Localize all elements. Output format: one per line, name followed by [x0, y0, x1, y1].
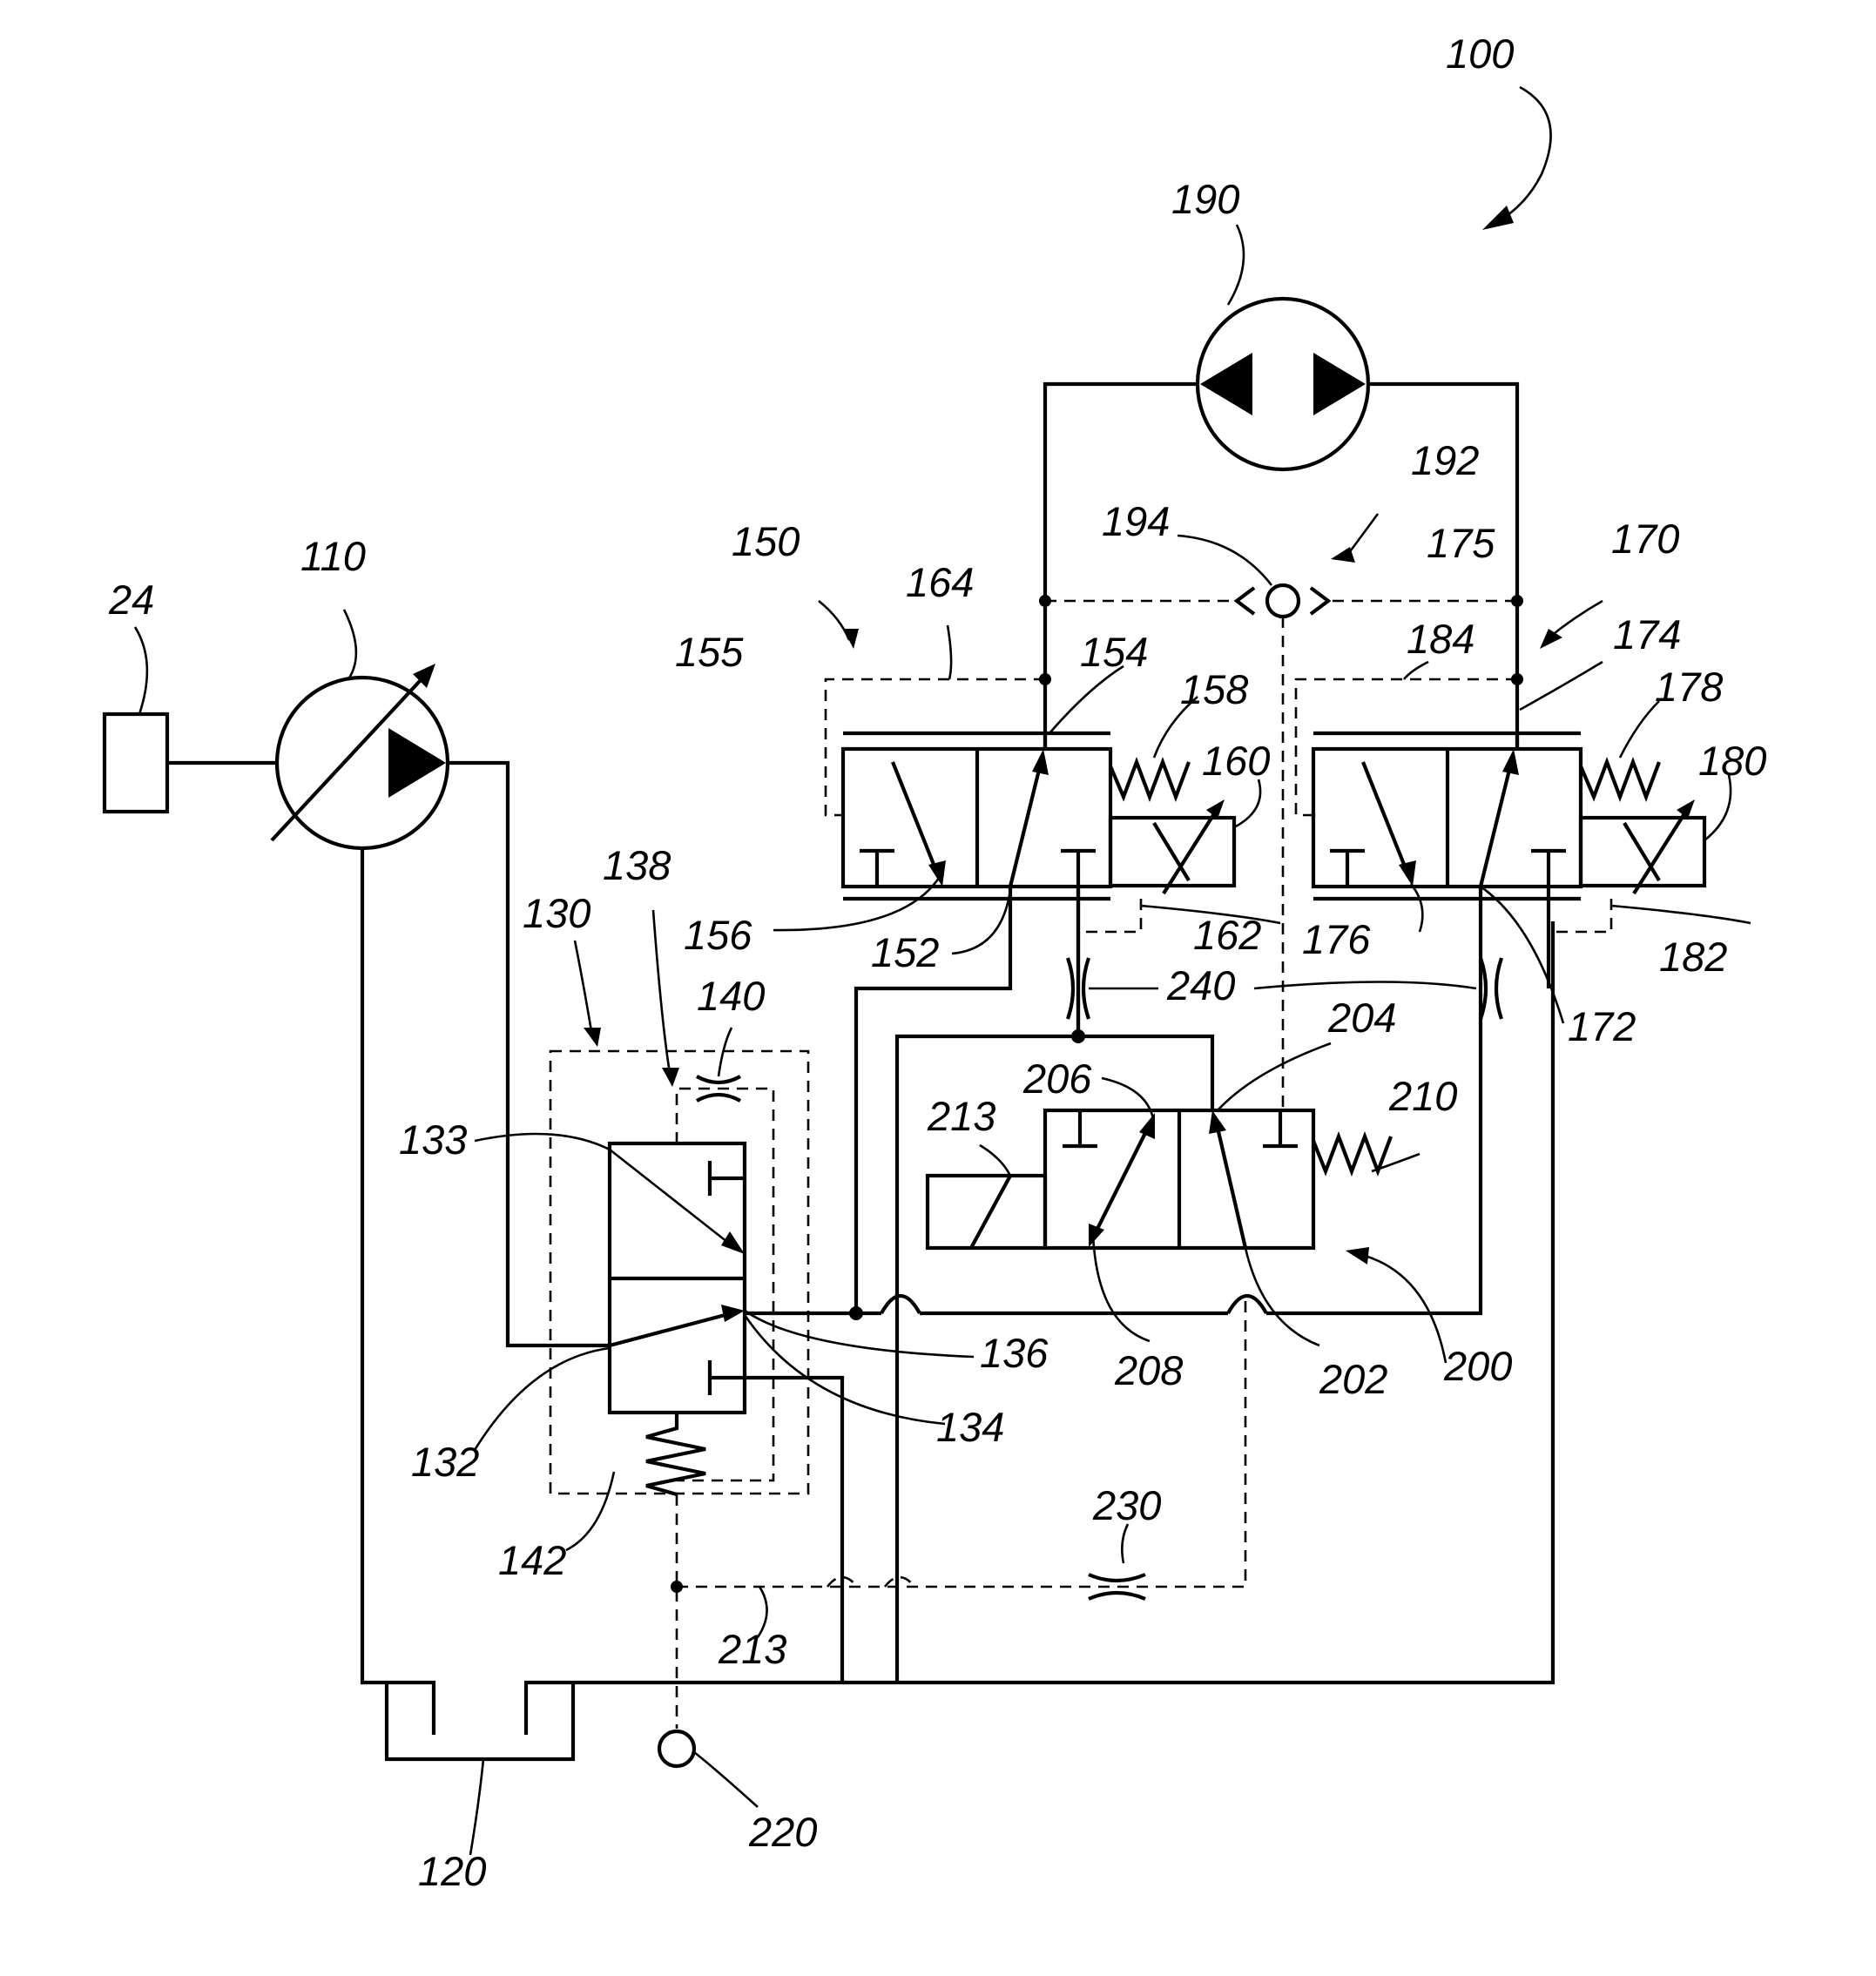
ref-230: 230 — [1092, 1482, 1161, 1528]
ref-184: 184 — [1407, 616, 1474, 662]
valve-200 — [928, 1110, 1391, 1248]
ref-155: 155 — [675, 629, 744, 675]
ref-156: 156 — [684, 912, 752, 958]
ref-158: 158 — [1180, 666, 1248, 712]
ref-178: 178 — [1655, 664, 1723, 710]
ref-110: 110 — [300, 533, 366, 579]
ref-200: 200 — [1443, 1343, 1512, 1389]
valve-150 — [826, 679, 1234, 932]
ref-150: 150 — [732, 518, 800, 564]
ref-240: 240 — [1166, 962, 1235, 1008]
tank-120 — [387, 921, 1553, 1759]
ref-213b: 213 — [718, 1626, 786, 1672]
ref-172: 172 — [1568, 1003, 1636, 1049]
ref-164: 164 — [906, 559, 974, 605]
ref-192: 192 — [1411, 437, 1479, 483]
ref-175: 175 — [1427, 520, 1495, 566]
ref-180: 180 — [1698, 738, 1766, 784]
pump-outlet-line — [448, 763, 610, 1345]
ref-136: 136 — [980, 1330, 1049, 1376]
prime-mover-24 — [105, 714, 277, 812]
ref-194: 194 — [1102, 498, 1170, 544]
ref-152: 152 — [871, 929, 939, 975]
ref-174: 174 — [1613, 611, 1681, 658]
ref-154: 154 — [1080, 629, 1148, 675]
port-220 — [659, 1731, 694, 1766]
ref-140: 140 — [697, 973, 765, 1019]
ref-120: 120 — [418, 1848, 486, 1894]
shuttle-ball-194 — [1267, 585, 1299, 617]
ref-170: 170 — [1611, 516, 1679, 562]
ref-208: 208 — [1114, 1347, 1183, 1393]
ref-206: 206 — [1022, 1055, 1092, 1102]
ref-138: 138 — [603, 842, 671, 888]
ref-132: 132 — [411, 1439, 479, 1485]
ref-213a: 213 — [927, 1093, 995, 1139]
ref-176: 176 — [1302, 916, 1371, 962]
ref-190: 190 — [1171, 176, 1239, 222]
ref-100: 100 — [1446, 30, 1514, 77]
ref-133: 133 — [399, 1116, 467, 1163]
pump-suction-line — [362, 848, 434, 1735]
ref-210: 210 — [1388, 1073, 1457, 1119]
pressure-valve-130 — [550, 1051, 808, 1494]
ref-220: 220 — [748, 1809, 817, 1855]
ref-162: 162 — [1193, 912, 1261, 958]
ref-24: 24 — [108, 577, 154, 623]
valve-170 — [1296, 679, 1704, 932]
ref-130: 130 — [523, 890, 590, 936]
ref-182: 182 — [1659, 934, 1727, 980]
ref-204: 204 — [1327, 995, 1396, 1041]
ref-160: 160 — [1202, 738, 1270, 784]
reference-numerals: 100 190 192 194 175 170 150 164 184 174 … — [108, 30, 1766, 1894]
ref-134: 134 — [936, 1404, 1004, 1450]
ref-142: 142 — [498, 1537, 566, 1583]
variable-pump-110 — [272, 664, 448, 848]
ref-202: 202 — [1319, 1356, 1387, 1402]
leader-lines — [135, 87, 1751, 1855]
